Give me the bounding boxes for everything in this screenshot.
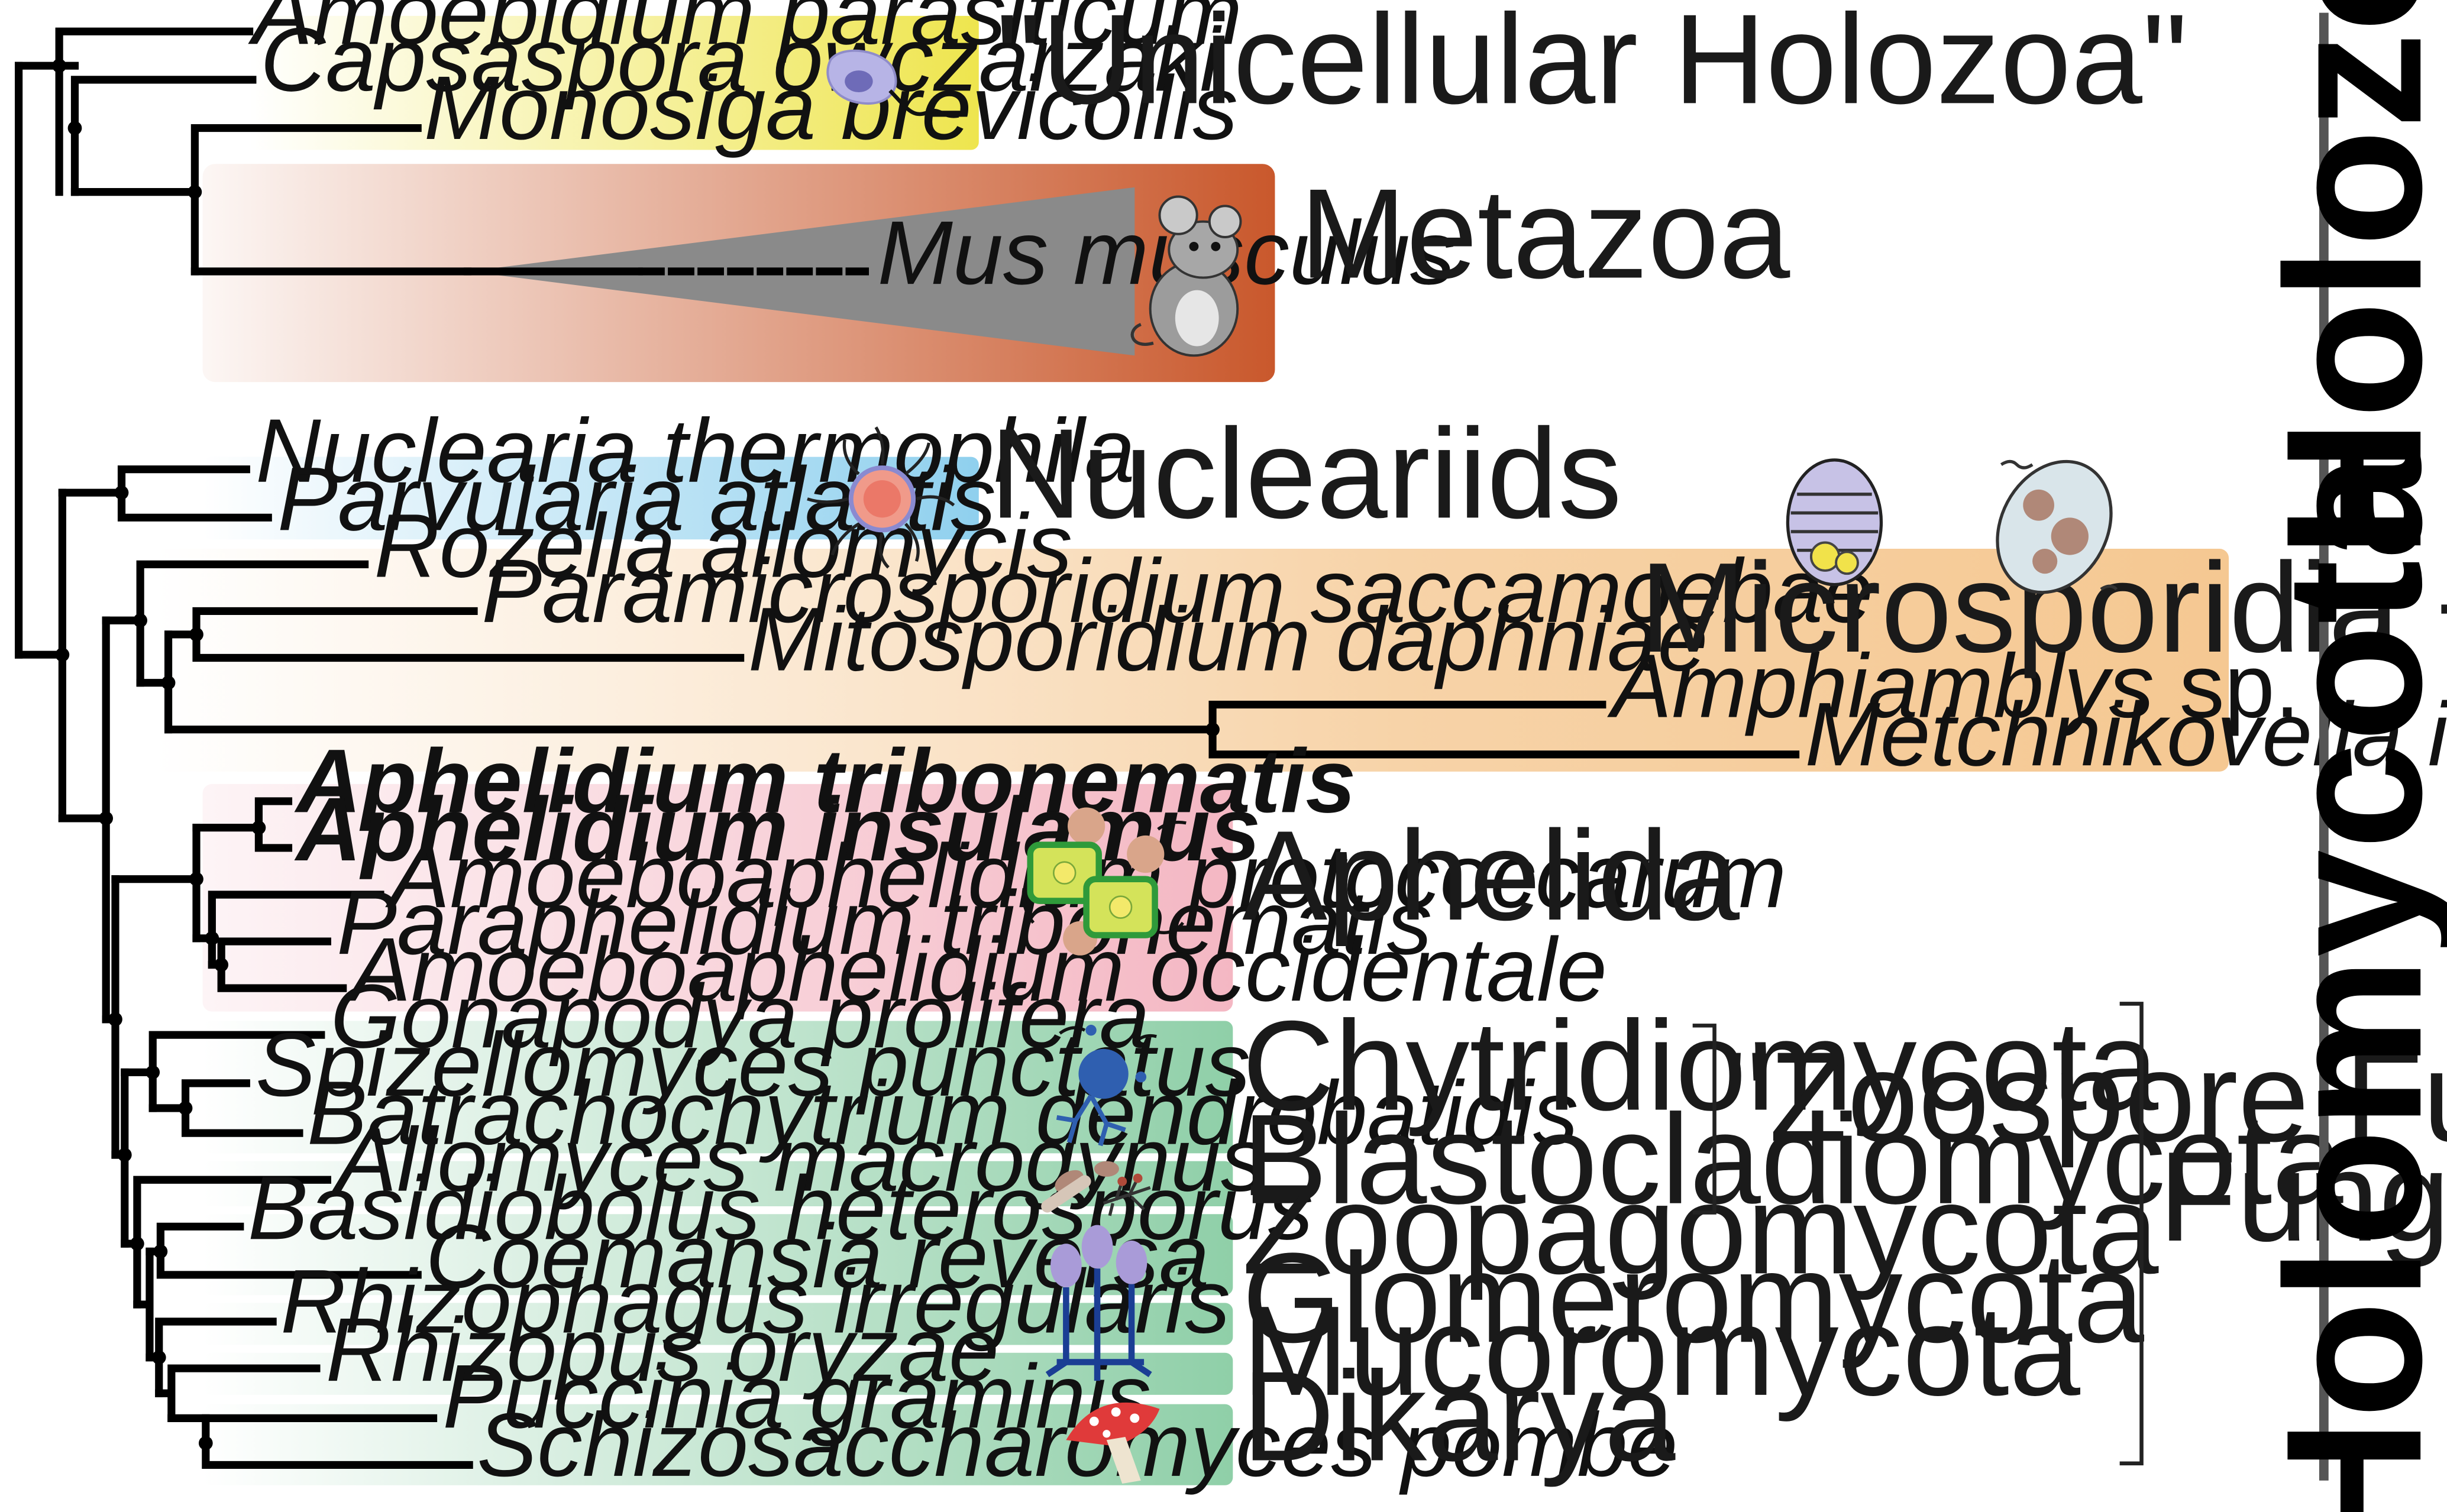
mushroom-icon [1066,1402,1160,1484]
taxon-label: Amoebidium parasiticum [248,0,1242,63]
taxon-label: Amoeboaphelidium occidentale [346,919,1607,1020]
group-label-chytridiomycota: Chytridiomycota [1242,994,2159,1137]
group-label-zoopagomycota: Zoopagomycota [1242,1157,2159,1300]
group-label-nucleariids: Nucleariids [990,402,1622,545]
group-label-unicellular-holozoa: "Unicellular Holozoa" [996,0,2188,130]
taxon-label: Metchnikovella incurvata [1805,684,2447,785]
nuclearia-cell-icon [807,426,955,569]
group-label-aphelida: Aphelida [1242,804,1740,947]
rozella-sporangium-icon [1996,459,2118,594]
nucleariids-box [202,456,979,540]
aphelida-box [202,783,1233,1012]
group-label-mucoromycota: Mucoromycota [1242,1279,2081,1422]
taxon-label: Puccinia graminis [442,1346,1151,1447]
aphelid-cell-icon [1022,807,1187,956]
taxon-labels: Amoebidium parasiticum Capsaspora owczar… [248,0,2447,1495]
taxon-label: Capsaspora owczarzaki [260,9,1222,110]
fungi-bracket [2119,1002,2144,1466]
sporangiophore-icon [1045,1225,1152,1381]
mucoromycota-box [202,1352,1233,1395]
taxon-label: Gonapodya prolifera [331,966,1150,1067]
chytrid-icon [1056,1025,1157,1147]
taxon-label: Rozella allomycis [374,496,1072,596]
taxon-label: Schizosaccharomyces pombe [477,1395,1677,1495]
taxon-label: Paraphelidium tribonematis [337,873,1432,973]
group-label-dikarya: Dikarya [1242,1345,1676,1488]
microsporidia-rozellida-box [156,549,2229,772]
taxon-label: Paramicrosporidium saccamoebae [481,541,1873,642]
zoospore-fungi-bracket [1692,1024,1717,1215]
group-label-fungi: Fungi [2159,1125,2447,1268]
taxon-label: Rhizopus oryzae [326,1300,999,1400]
taxon-label: Batrachochytrium dendrobatidis [307,1063,1578,1164]
mouse-icon [1130,195,1242,357]
group-labels: "Unicellular Holozoa" Metazoa Nucleariid… [990,0,2447,1488]
clade-label-holomycota: Holomycota [2246,451,2447,1512]
group-label-glomeromycota: Glomeromycota [1242,1226,2145,1369]
tree-nodes [52,59,1220,1451]
taxon-label: Mitosporidium daphniae [748,590,1708,690]
taxon-label: Nuclearia thermophila [256,401,1135,501]
clade-label-holozoa: Holozoa [2246,0,2447,558]
group-label-blastocladiomycota: Blastocladiomycota [1242,1087,2343,1231]
taxon-label: Amphiamblys sp. [1607,636,2300,737]
holozoa-bar [2319,12,2329,353]
glomeromycota-box [202,1303,1233,1345]
blastocladiomycota-box [202,1161,1233,1207]
group-label-metazoa: Metazoa [1300,162,1791,305]
blastocladiella-icon [1041,1161,1151,1216]
holomycota-bar [2319,456,2329,1481]
unicellular-holozoa-box [249,15,979,150]
zoopagomycota-box [202,1214,1233,1296]
chytridiomycota-box [202,1021,1233,1154]
capsaspora-cell-icon [826,49,959,118]
microsporidia-spore-icon [1786,458,1883,587]
taxon-label: Aphelidium tribonematis [294,731,1356,831]
